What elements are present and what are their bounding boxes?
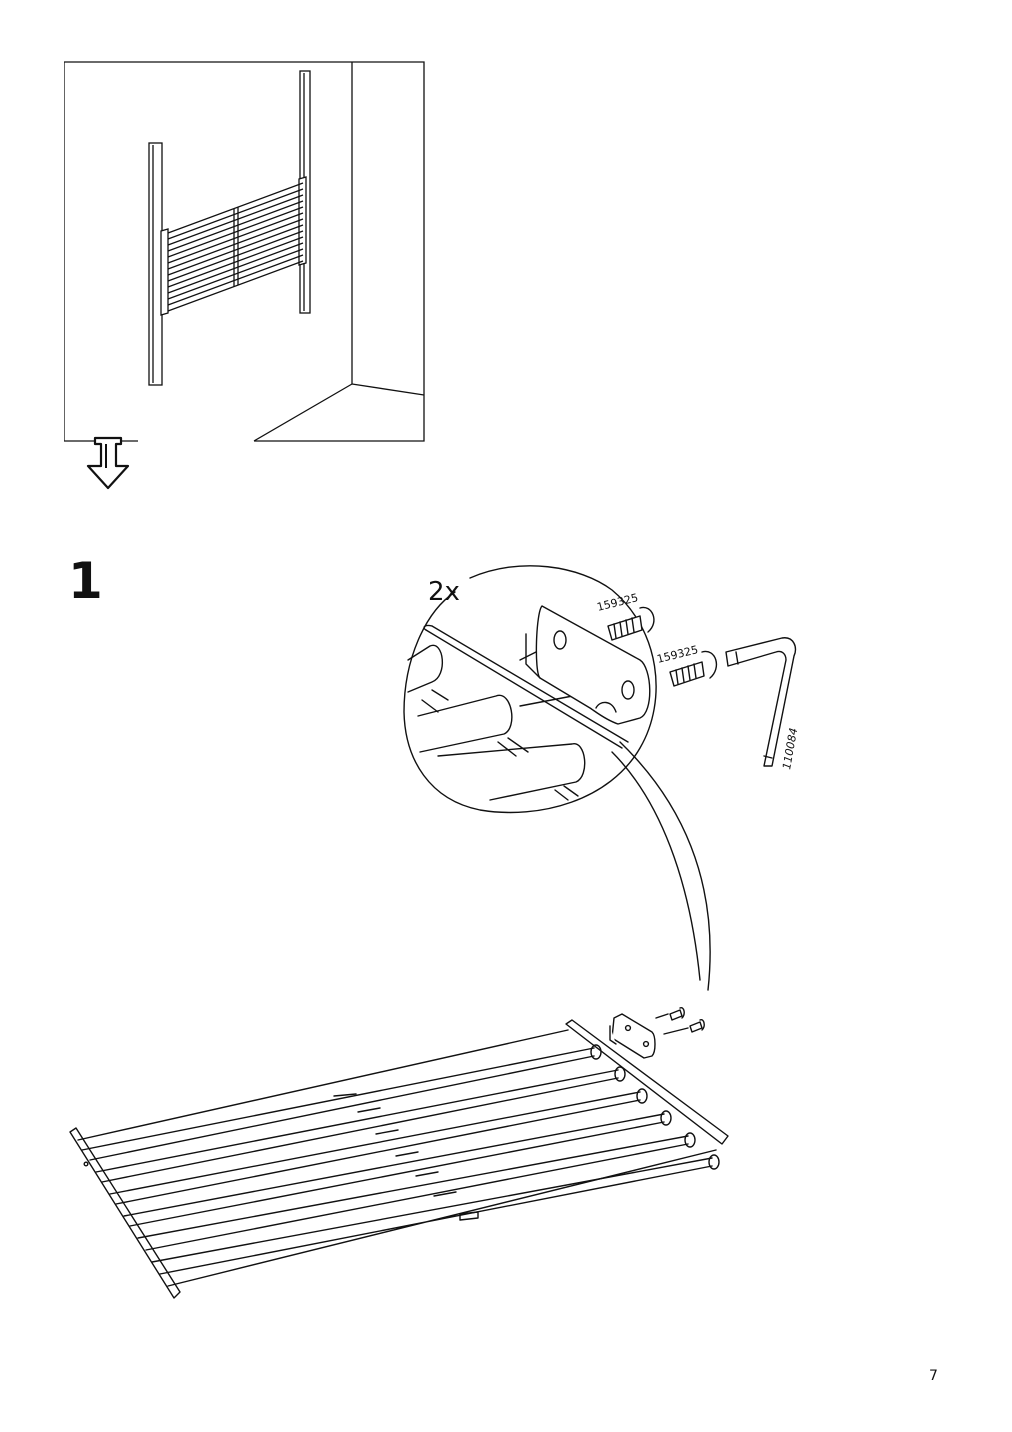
rack-screws [655,1007,705,1035]
page-number: 7 [929,1368,938,1384]
allen-key-part-number: 110084 [780,727,800,771]
overview-illustration [64,61,425,442]
step-1-illustration: 2x 159325 159325 110084 [69,565,800,1299]
left-upright [148,142,163,386]
overview-rack-bars [167,182,304,312]
quantity-label: 2x [428,577,460,607]
detail-callout [403,565,711,991]
detail-screw-top [607,606,655,641]
down-arrow-icon [86,436,130,490]
step-number: 1 [68,552,103,610]
detail-bracket [525,605,651,725]
screw-part-number-bottom: 159325 [656,643,700,666]
rack-shelf [69,1019,729,1299]
allen-key-icon [725,637,797,767]
rack-bracket [609,1013,656,1059]
detail-screw-bottom [669,650,718,687]
